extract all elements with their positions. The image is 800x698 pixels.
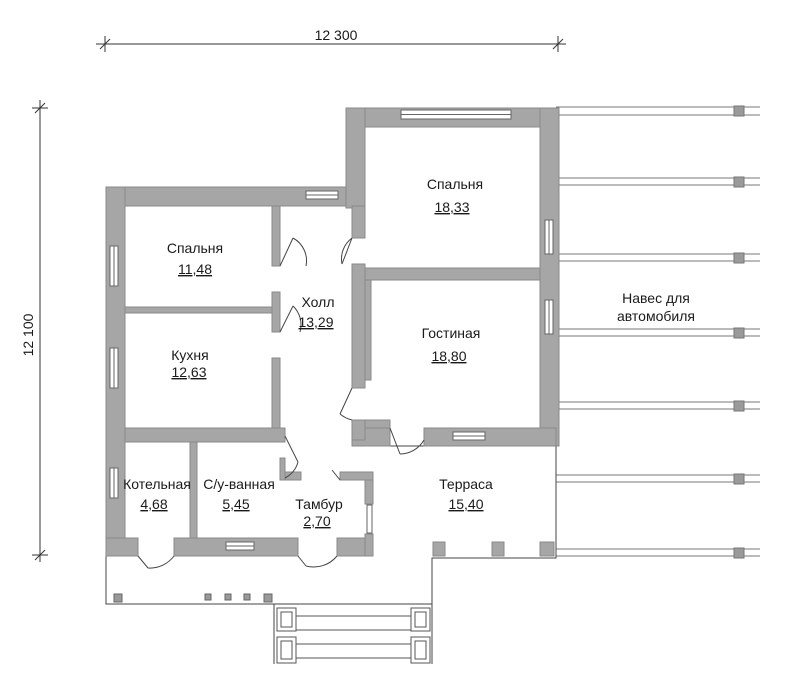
windows: [109, 109, 554, 551]
room-area: 4,68: [140, 496, 167, 512]
room-name: С/у-ванная: [203, 476, 275, 492]
room-kitchen: Кухня 12,63: [171, 347, 208, 380]
room-area: 18,80: [431, 348, 466, 364]
room-area: 2,70: [303, 513, 330, 529]
room-hall: Холл 13,29: [298, 294, 334, 330]
room-bathroom: С/у-ванная 5,45: [203, 476, 275, 512]
room-name: Кухня: [171, 347, 208, 363]
room-area: 13,29: [298, 314, 333, 330]
room-name: Тамбур: [295, 496, 343, 512]
carport-beams: [556, 105, 760, 559]
dimension-height: [32, 100, 48, 562]
room-terrace: Терраса 15,40: [439, 476, 493, 512]
room-name: Котельная: [123, 476, 191, 492]
dimension-width-label: 12 300: [315, 27, 358, 43]
dimension-width: [96, 36, 566, 52]
door-swings: [137, 237, 425, 569]
room-area: 18,33: [434, 199, 469, 215]
room-area: 5,45: [222, 496, 249, 512]
room-name: Спальня: [427, 176, 483, 192]
room-bedroom-small: Спальня 11,48: [167, 240, 223, 277]
room-area: 11,48: [178, 261, 212, 277]
room-living: Гостиная 18,80: [422, 325, 481, 364]
room-name: Гостиная: [422, 325, 481, 341]
porch-posts: [113, 593, 273, 603]
room-area: 15,40: [448, 496, 483, 512]
carport-label-line2: автомобиля: [617, 308, 695, 324]
carport-label-line1: Навес для: [622, 290, 690, 306]
room-name: Терраса: [439, 476, 493, 492]
room-area: 12,63: [171, 364, 206, 380]
room-name: Спальня: [167, 240, 223, 256]
carport-label: Навес для автомобиля: [617, 290, 695, 324]
room-vestibule: Тамбур 2,70: [295, 496, 343, 529]
room-name: Холл: [302, 294, 335, 310]
room-boiler: Котельная 4,68: [123, 476, 191, 512]
dimension-height-label: 12 100: [20, 313, 36, 356]
entrance-steps: [276, 607, 431, 664]
room-bedroom-large: Спальня 18,33: [427, 176, 483, 215]
